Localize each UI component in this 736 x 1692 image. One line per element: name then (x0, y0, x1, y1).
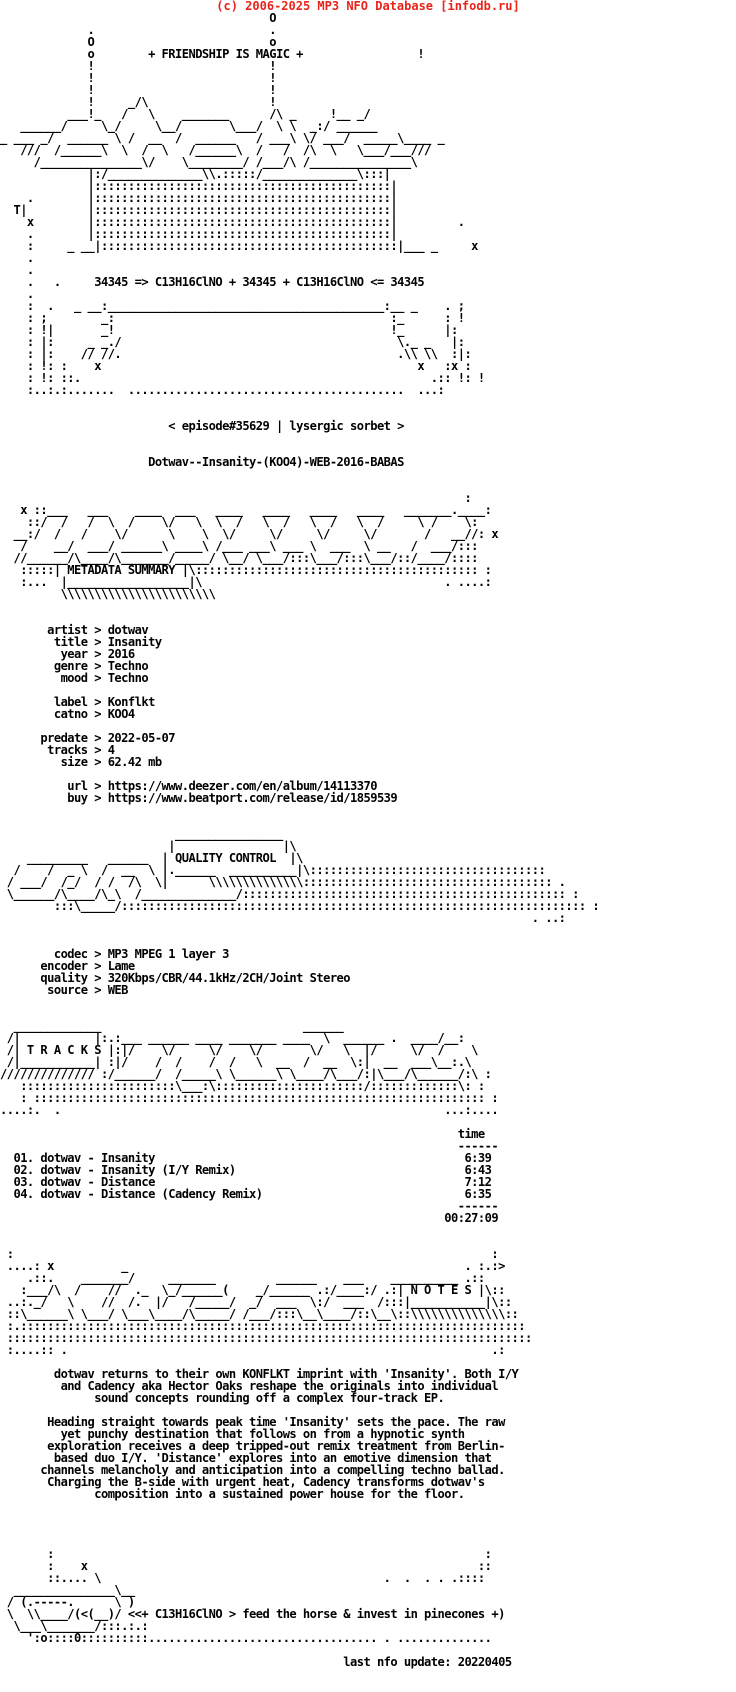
copyright-banner: (c) 2006-2025 MP3 NFO Database [infodb.r… (216, 0, 520, 13)
